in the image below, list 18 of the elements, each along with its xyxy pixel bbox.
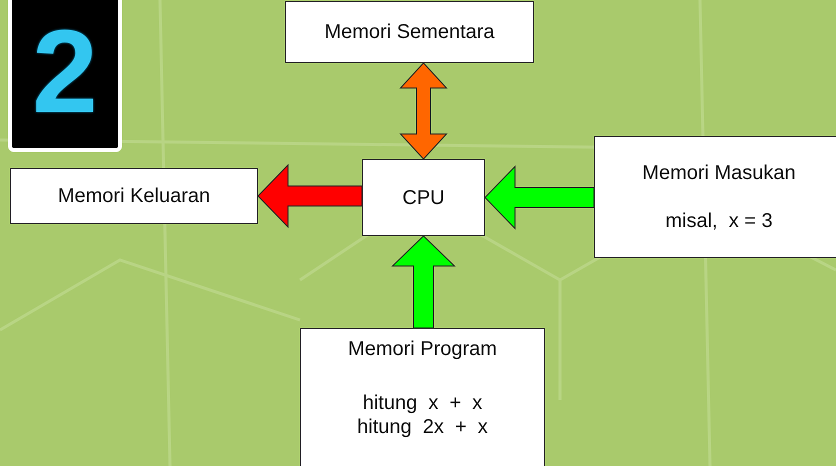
number-label: 2 bbox=[32, 13, 98, 131]
box-text: hitung x + x bbox=[362, 391, 482, 415]
box-text: hitung 2x + x bbox=[357, 415, 488, 439]
box-text: misal, x = 3 bbox=[665, 209, 773, 233]
box-title: Memori Masukan bbox=[642, 161, 796, 185]
memory-box bbox=[285, 1, 534, 63]
double-block-arrow bbox=[399, 62, 448, 160]
block-arrow bbox=[484, 165, 594, 230]
memory-box bbox=[10, 168, 258, 224]
box-title: Memori Sementara bbox=[324, 20, 495, 44]
memory-box bbox=[594, 136, 836, 258]
block-arrow bbox=[257, 164, 362, 228]
memory-box bbox=[300, 328, 545, 466]
box-title: CPU bbox=[402, 186, 445, 210]
cpu-box bbox=[362, 159, 485, 236]
box-title: Memori Program bbox=[348, 337, 497, 361]
box-title: Memori Keluaran bbox=[58, 184, 210, 208]
block-arrow bbox=[391, 235, 456, 328]
